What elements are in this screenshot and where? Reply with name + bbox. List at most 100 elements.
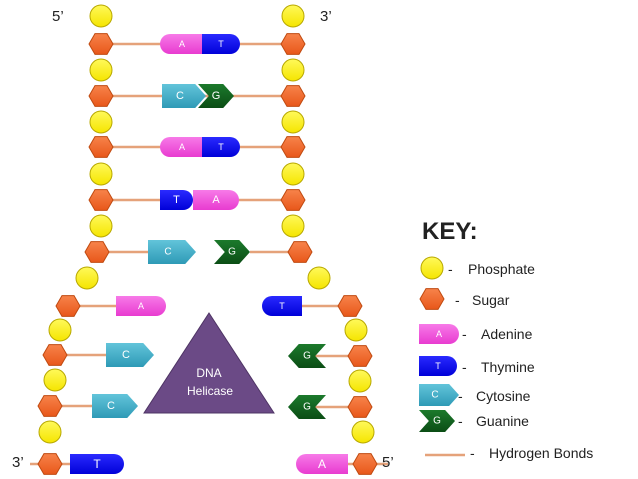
sugar — [280, 85, 306, 107]
sugar — [352, 453, 378, 475]
key-label-guanine: Guanine — [476, 413, 529, 429]
key-dash-cytosine: - — [458, 388, 463, 404]
adenine-base — [193, 190, 239, 210]
label-bottom-right-5prime: 5’ — [382, 454, 394, 471]
helicase: DNA Helicase — [143, 312, 275, 414]
sugar — [347, 396, 373, 418]
phosphate — [38, 420, 62, 444]
sugar — [55, 295, 81, 317]
thymine-base — [202, 137, 240, 157]
cytosine-base — [162, 84, 206, 108]
backbones — [37, 4, 378, 475]
key-dash-thymine: - — [462, 359, 467, 375]
guanine-base — [288, 395, 326, 419]
bases: A T C G A T T A C G A C C T T G G A — [70, 34, 348, 474]
adenine-letter: A — [436, 329, 442, 339]
phosphate — [75, 266, 99, 290]
key-title: KEY: — [422, 218, 478, 245]
thymine-base — [70, 454, 124, 474]
adenine-base — [296, 454, 348, 474]
key-label-hbond: Hydrogen Bonds — [489, 445, 594, 461]
adenine-letter: A — [179, 39, 185, 49]
cytosine-letter: C — [431, 390, 438, 401]
phosphate — [351, 420, 375, 444]
thymine-letter: T — [218, 142, 224, 152]
sugar — [280, 136, 306, 158]
key-symbols: A T C G — [419, 256, 465, 457]
key-dash-phosphate: - — [448, 261, 453, 277]
cytosine-base — [92, 394, 138, 418]
phosphate — [89, 4, 113, 28]
adenine-letter: A — [212, 194, 220, 206]
sugar — [280, 33, 306, 55]
helicase-label-line2: Helicase — [187, 384, 233, 398]
helicase-triangle — [143, 312, 275, 414]
cytosine-letter: C — [122, 349, 130, 361]
adenine-base — [419, 324, 459, 344]
thymine-letter: T — [218, 39, 224, 49]
thymine-base — [202, 34, 240, 54]
cytosine-base — [419, 384, 459, 406]
sugar — [42, 344, 68, 366]
sugar — [37, 453, 63, 475]
phosphate — [89, 110, 113, 134]
sugar — [84, 241, 110, 263]
sugar — [88, 189, 114, 211]
label-top-left-5prime: 5’ — [52, 8, 64, 25]
adenine-base — [160, 34, 204, 54]
guanine-base — [214, 240, 250, 264]
guanine-base — [288, 344, 326, 368]
phosphate — [281, 58, 305, 82]
helicase-label-line1: DNA — [196, 366, 221, 380]
phosphate — [281, 110, 305, 134]
phosphate — [281, 162, 305, 186]
guanine-letter: G — [303, 351, 311, 362]
sugar — [88, 136, 114, 158]
phosphate — [89, 58, 113, 82]
key-label-phosphate: Phosphate — [468, 261, 535, 277]
phosphate — [344, 318, 368, 342]
thymine-letter: T — [435, 361, 441, 371]
thymine-base — [160, 190, 193, 210]
thymine-letter: T — [93, 457, 101, 471]
sugar — [287, 241, 313, 263]
cytosine-letter: C — [176, 90, 184, 102]
key-label-adenine: Adenine — [481, 326, 533, 342]
thymine-base — [419, 356, 457, 376]
sugar — [347, 345, 373, 367]
adenine-letter: A — [179, 142, 185, 152]
sugar — [280, 189, 306, 211]
cytosine-base — [106, 343, 154, 367]
phosphate — [281, 214, 305, 238]
phosphate — [420, 256, 444, 280]
phosphate — [43, 368, 67, 392]
key-dash-adenine: - — [462, 326, 467, 342]
sugar — [88, 85, 114, 107]
key-label-sugar: Sugar — [472, 292, 510, 308]
adenine-letter: A — [318, 457, 326, 471]
key-dash-guanine: - — [458, 413, 463, 429]
guanine-letter: G — [228, 247, 236, 258]
adenine-base — [160, 137, 204, 157]
cytosine-letter: C — [164, 247, 171, 258]
guanine-letter: G — [433, 416, 441, 427]
phosphate — [48, 318, 72, 342]
sugar — [37, 395, 63, 417]
thymine-letter: T — [279, 301, 285, 311]
thymine-letter: T — [173, 194, 180, 206]
guanine-letter: G — [212, 90, 221, 102]
cytosine-letter: C — [107, 400, 115, 412]
phosphate — [348, 369, 372, 393]
phosphate — [89, 214, 113, 238]
phosphate — [281, 4, 305, 28]
key-dash-hbond: - — [470, 445, 475, 461]
guanine-base — [198, 84, 234, 108]
cytosine-base — [148, 240, 196, 264]
sugar — [337, 295, 363, 317]
sugar — [419, 288, 445, 310]
key-dash-sugar: - — [455, 292, 460, 308]
guanine-letter: G — [303, 402, 311, 413]
sugar — [88, 33, 114, 55]
adenine-letter: A — [138, 301, 144, 311]
